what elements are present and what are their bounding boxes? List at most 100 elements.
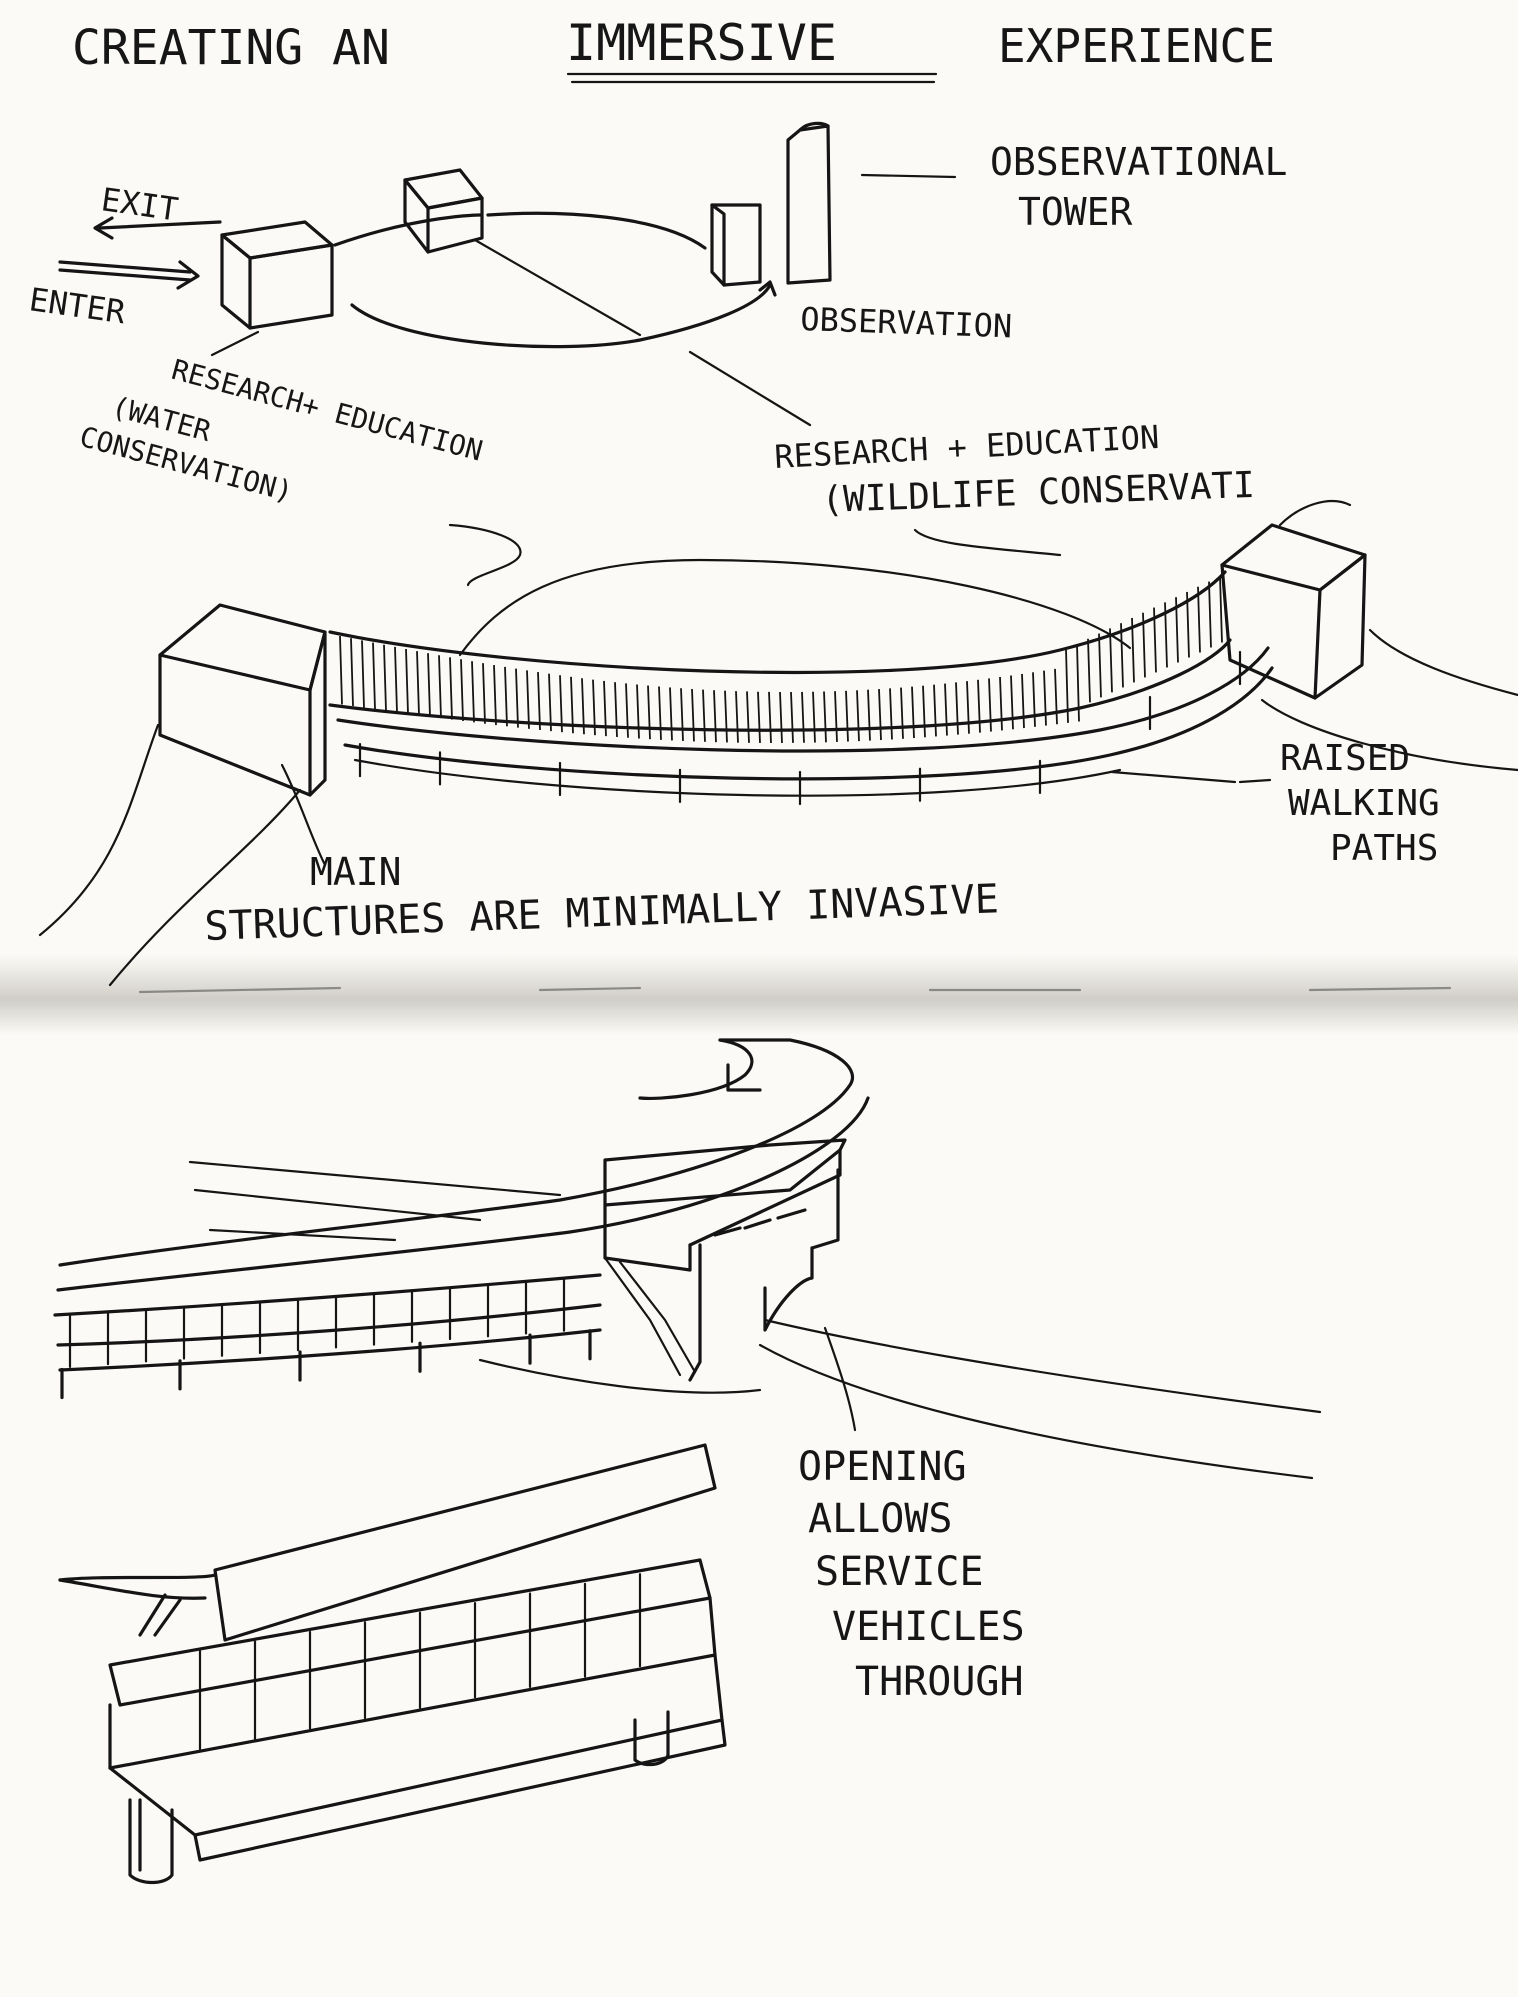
canopy-hatch-stroke (856, 690, 860, 742)
canopy-hatch-stroke (614, 682, 618, 738)
label-tower-line2: TOWER (1018, 190, 1133, 234)
canopy-hatch-stroke (1109, 628, 1113, 693)
canopy-hatch-stroke (944, 683, 948, 736)
canopy-hatch-stroke (977, 679, 981, 733)
canopy-hatch-stroke (515, 668, 519, 728)
canopy-hatch-stroke (1065, 649, 1069, 723)
canopy-hatch-stroke (493, 665, 497, 726)
leader-raised-paths (1110, 770, 1237, 784)
canopy-hatch-stroke (537, 672, 541, 731)
plan-cube-top (403, 168, 484, 254)
pavilion-section-sketch (58, 1443, 727, 1885)
pavilion-floor (108, 1653, 724, 1837)
title-before: CREATING AN (72, 20, 390, 76)
raised-path-perspective-sketch (38, 500, 1518, 987)
plan-leader-tower (860, 173, 957, 179)
canopy-hatch-stroke (724, 690, 728, 743)
canopy-hatch-stroke (922, 685, 926, 738)
canopy-hatch-stroke (1197, 586, 1201, 653)
pavilion-roof-underside (58, 1578, 207, 1600)
canopy-hatch-stroke (999, 676, 1003, 731)
plan-loop-arrowhead (758, 280, 777, 297)
canopy-hatch-stroke (801, 691, 805, 743)
island-outline (458, 558, 1132, 657)
road-lower-edge (758, 1343, 1314, 1480)
canopy-hatch-stroke (988, 678, 992, 732)
terrain-left (38, 723, 160, 937)
title-emphasis: IMMERSIVE (566, 14, 837, 72)
canopy-hatch-stroke (1164, 602, 1168, 668)
raised-walkway-deck (336, 646, 1274, 806)
right-main-building (1220, 500, 1367, 700)
canopy-hatch-stroke (592, 679, 596, 736)
plan-leader-wildlife (688, 350, 812, 427)
pavilion-roof-fascia (213, 1443, 717, 1642)
leader-opening (823, 1326, 857, 1432)
canopy-hatch-stroke (1021, 673, 1025, 729)
pavilion-pier-right (633, 1710, 670, 1767)
canopy-hatch-stroke (471, 661, 475, 723)
canopy-hatch-stroke (823, 691, 827, 743)
canopy-hatch-stroke (647, 685, 651, 740)
roof-inner-edge (56, 1096, 870, 1292)
canopy-hatch-stroke (1131, 617, 1135, 683)
label-tower-line1: OBSERVATIONAL (990, 140, 1287, 184)
canopy-hatch-stroke (361, 640, 365, 708)
plan-entry-building (220, 220, 334, 330)
canopy-hatch-stroke (911, 686, 915, 739)
canopy-hatch-stroke (878, 689, 882, 741)
canopy-hatch-stroke (1219, 576, 1223, 643)
canopy-hatch-stroke (1186, 591, 1190, 658)
plan-loop-top-left (333, 213, 482, 247)
pavilion-lower-wall (108, 1596, 717, 1770)
canopy-hatch-stroke (504, 666, 508, 727)
label-opening-line5: THROUGH (855, 1659, 1024, 1705)
facade-window-line (56, 1303, 602, 1347)
roof-outer-edge (58, 1038, 854, 1267)
plan-leader-water (210, 330, 260, 357)
terrain-left-2 (108, 788, 302, 987)
label-raised-line3: PATHS (1330, 828, 1438, 869)
label-raised-line2: WALKING (1288, 783, 1440, 824)
leader-water-building (448, 523, 522, 587)
canopy-hatch-stroke (768, 691, 772, 744)
label-raised-line1: RAISED (1280, 738, 1410, 779)
canopy-hatch-stroke (1175, 597, 1179, 663)
label-main: MAIN (310, 850, 402, 894)
canopy-hatch-stroke (636, 684, 640, 739)
canopy-hatch-stroke (1098, 633, 1102, 698)
canopy-hatch-stroke (812, 691, 816, 743)
canopy-hatch-stroke (702, 689, 706, 742)
page-title: CREATING AN IMMERSIVE EXPERIENCE (72, 14, 1275, 84)
canopy-hatch-stroke (460, 659, 464, 722)
canopy-hatch-stroke (559, 675, 563, 733)
canopy-hatch-stroke (449, 657, 453, 720)
facade-top (53, 1273, 602, 1317)
roof-far-curve (638, 1038, 754, 1100)
plan-observational-tower (710, 121, 832, 287)
canopy-hatch-stroke (669, 687, 673, 741)
canopy-hatch-stroke (746, 691, 750, 743)
roof-far-post (726, 1063, 762, 1092)
canopy-hatch-stroke (1032, 672, 1036, 727)
canopy-hatch-stroke (834, 691, 838, 743)
canopy-hatch-stroke (1043, 670, 1047, 726)
left-main-building (158, 603, 327, 797)
canopy-hatch-stroke (845, 690, 849, 742)
canopy-hatch-stroke (581, 678, 585, 735)
canopy-hatch-stroke (790, 691, 794, 743)
label-opening-line3: SERVICE (815, 1549, 984, 1595)
canopy-hatch-stroke (416, 651, 420, 716)
canopy-hatch-stroke (372, 642, 376, 710)
pavilion-strut-2 (153, 1598, 182, 1637)
canopy-hatch-stroke (1076, 643, 1080, 722)
exit-arrow-icon (93, 216, 222, 240)
fold-ticks (138, 986, 1452, 994)
leader-wildlife-building (913, 528, 1062, 557)
canopy-hatch-stroke (889, 688, 893, 740)
canopy-hatch-stroke (405, 648, 409, 714)
canopy-hatch-stroke (438, 655, 442, 719)
canopy-hatch-stroke (1010, 675, 1014, 730)
label-opening-line2: ALLOWS (808, 1496, 953, 1542)
